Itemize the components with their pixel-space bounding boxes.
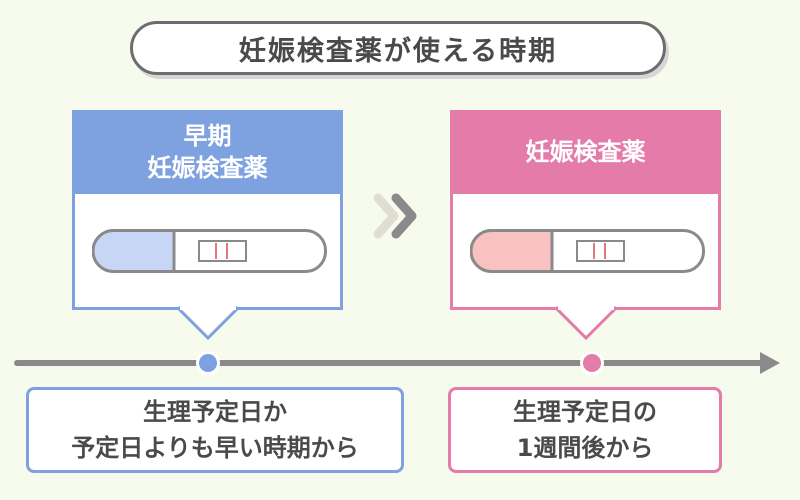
standard-test-pointer	[556, 306, 616, 340]
standard-timing-box: 生理予定日の 1週間後から	[448, 387, 722, 473]
page-title: 妊娠検査薬が使える時期	[238, 35, 558, 67]
timeline-axis	[14, 360, 774, 366]
standard-test-title: 妊娠検査薬	[525, 138, 646, 166]
title-banner: 妊娠検査薬が使える時期	[130, 21, 666, 75]
early-timing-line2: 予定日よりも早い時期から	[71, 434, 359, 462]
early-test-card: 早期 妊娠検査薬	[72, 110, 343, 310]
standard-timing-line2: 1週間後から	[516, 434, 654, 462]
standard-timing-marker	[580, 351, 604, 375]
early-timing-box: 生理予定日か 予定日よりも早い時期から	[26, 387, 404, 473]
early-timing-marker	[196, 351, 220, 375]
early-test-stick-icon	[92, 229, 327, 273]
double-chevron-right-icon	[373, 193, 417, 239]
early-test-title-line2: 妊娠検査薬	[147, 154, 268, 182]
early-test-title-line1: 早期	[183, 122, 232, 150]
standard-test-stick-icon	[470, 229, 705, 273]
early-test-pointer	[178, 306, 238, 340]
standard-timing-line1: 生理予定日の	[513, 398, 657, 426]
standard-test-card: 妊娠検査薬	[450, 110, 721, 310]
early-test-header: 早期 妊娠検査薬	[72, 110, 343, 194]
standard-test-header: 妊娠検査薬	[450, 110, 721, 194]
timeline-arrow-icon	[760, 352, 780, 374]
early-timing-line1: 生理予定日か	[143, 398, 287, 426]
